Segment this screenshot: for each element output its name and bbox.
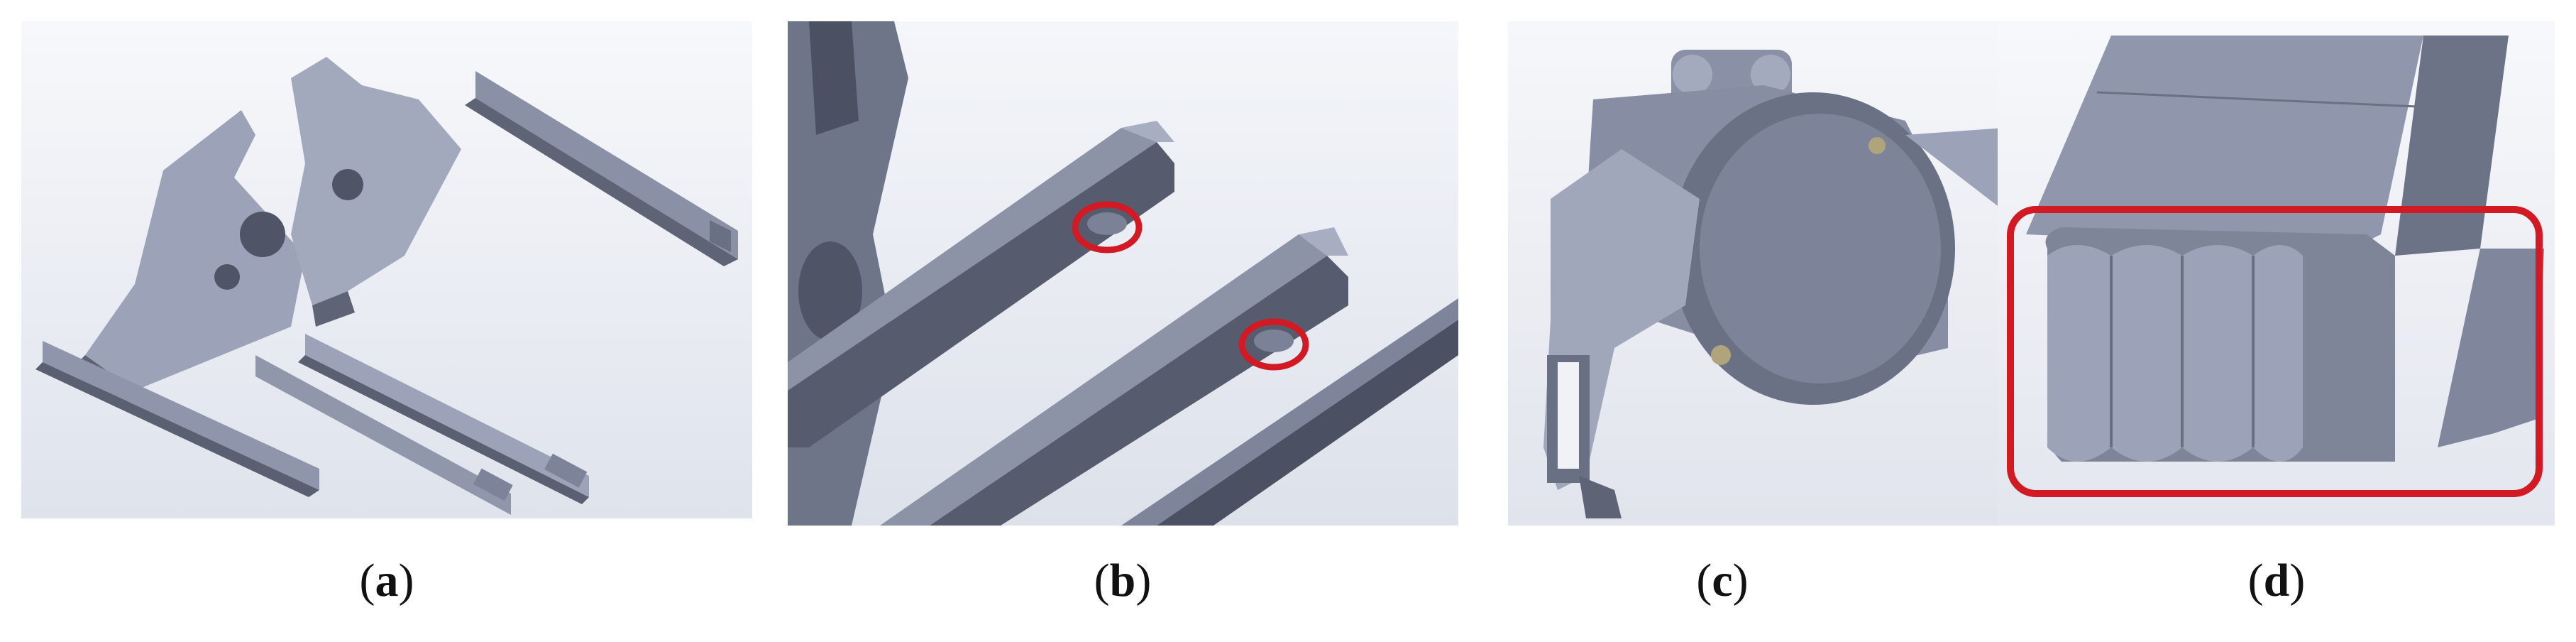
hub-hole: [240, 212, 285, 257]
fingertip-pad-closeup-render: [1998, 21, 2555, 526]
caption-d: (d): [2206, 545, 2347, 616]
plate-right: [291, 57, 461, 305]
caption-b: (b): [1052, 545, 1194, 616]
caption-a: (a): [316, 545, 458, 616]
caption-letter: b: [1109, 555, 1136, 606]
caption-paren: (: [1094, 555, 1110, 606]
caption-paren: ): [398, 555, 414, 606]
gripper-frame-render: [21, 21, 752, 518]
panel-a-image: [21, 21, 752, 518]
hub-hole: [332, 169, 363, 200]
finger-slot-closeup-render: [788, 21, 1458, 526]
finger-slot-bar: [930, 256, 1348, 526]
rear-arm: [475, 71, 738, 259]
caption-paren: (: [2247, 555, 2264, 606]
caption-letter: c: [1712, 555, 1733, 606]
fingertip-lobes: [2047, 245, 2303, 462]
caption-c: (c): [1651, 545, 1793, 616]
caption-paren: ): [2289, 555, 2306, 606]
caption-letter: d: [2263, 555, 2290, 606]
arm-lower-left: [43, 341, 319, 490]
caption-paren: ): [1732, 555, 1749, 606]
highlight-box: [2007, 206, 2543, 497]
caption-paren: (: [1696, 555, 1712, 606]
plate-left: [85, 110, 305, 391]
panel-b-image: [788, 21, 1458, 526]
arm-right: [305, 334, 589, 497]
caption-letter: a: [375, 555, 399, 606]
highlight-circle: [1072, 201, 1143, 254]
caption-paren: ): [1135, 555, 1152, 606]
arm-middle: [255, 355, 511, 515]
caption-paren: (: [359, 555, 375, 606]
highlight-circle: [1238, 318, 1309, 371]
finger-body: [2026, 36, 2423, 249]
panel-d-image: [1998, 21, 2555, 526]
